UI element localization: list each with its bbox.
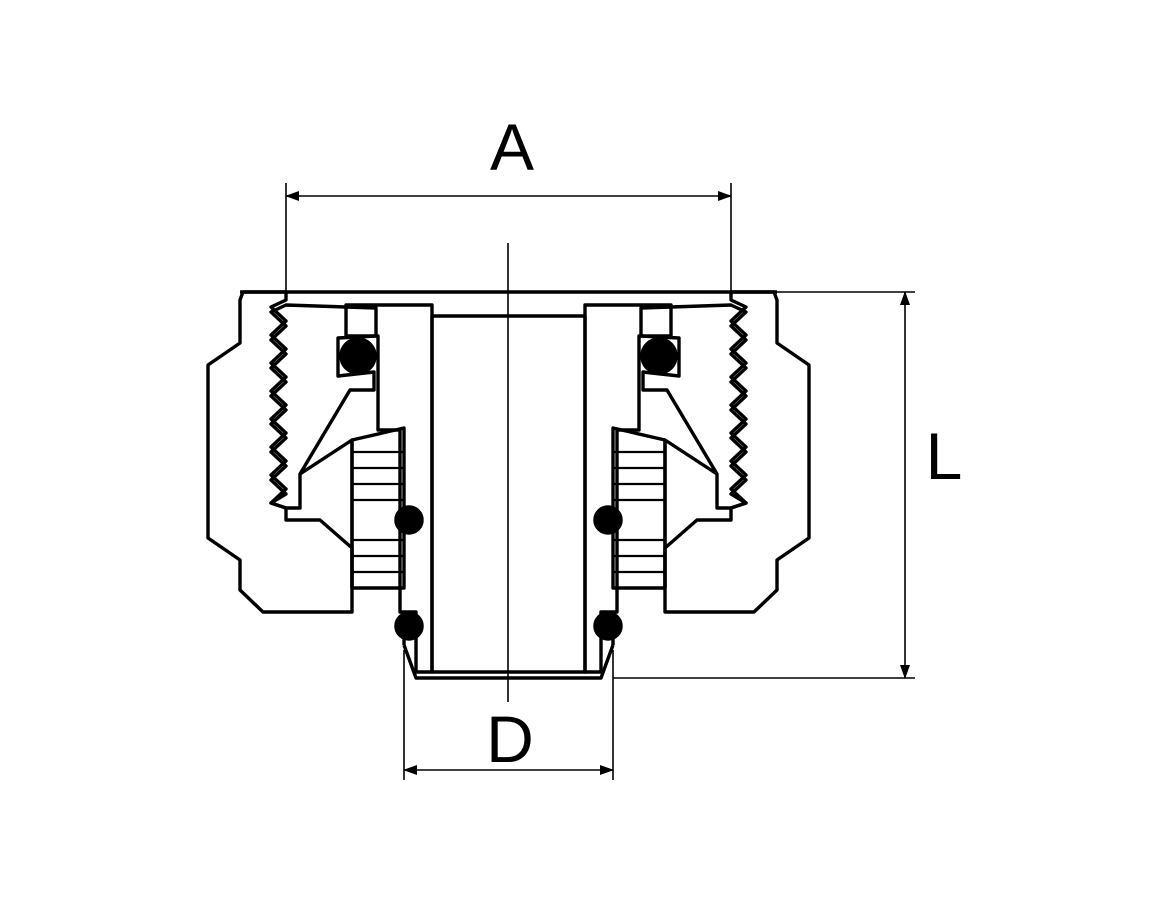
o-rings <box>339 337 678 641</box>
o-ring-low-right <box>593 611 623 641</box>
dimension-a-label: A <box>490 110 534 184</box>
dimension-d-label: D <box>486 702 534 776</box>
dimension-d: D <box>403 650 614 780</box>
dimension-l-label: L <box>926 419 963 493</box>
dimension-a: A <box>285 110 732 292</box>
threaded-insert <box>269 303 748 510</box>
o-ring-mid-right <box>593 505 623 535</box>
collet-right <box>611 426 718 590</box>
outer-body-left-half <box>206 290 354 614</box>
o-ring-upper-right <box>640 337 678 375</box>
outer-body-right-half <box>663 290 811 614</box>
threaded-insert-right <box>639 303 748 510</box>
o-ring-mid-left <box>394 505 424 535</box>
threaded-insert-left <box>269 303 378 510</box>
o-ring-upper-left <box>339 337 377 375</box>
o-ring-low-left <box>394 611 424 641</box>
dimension-l: L <box>613 291 963 679</box>
collet-left <box>299 426 406 590</box>
